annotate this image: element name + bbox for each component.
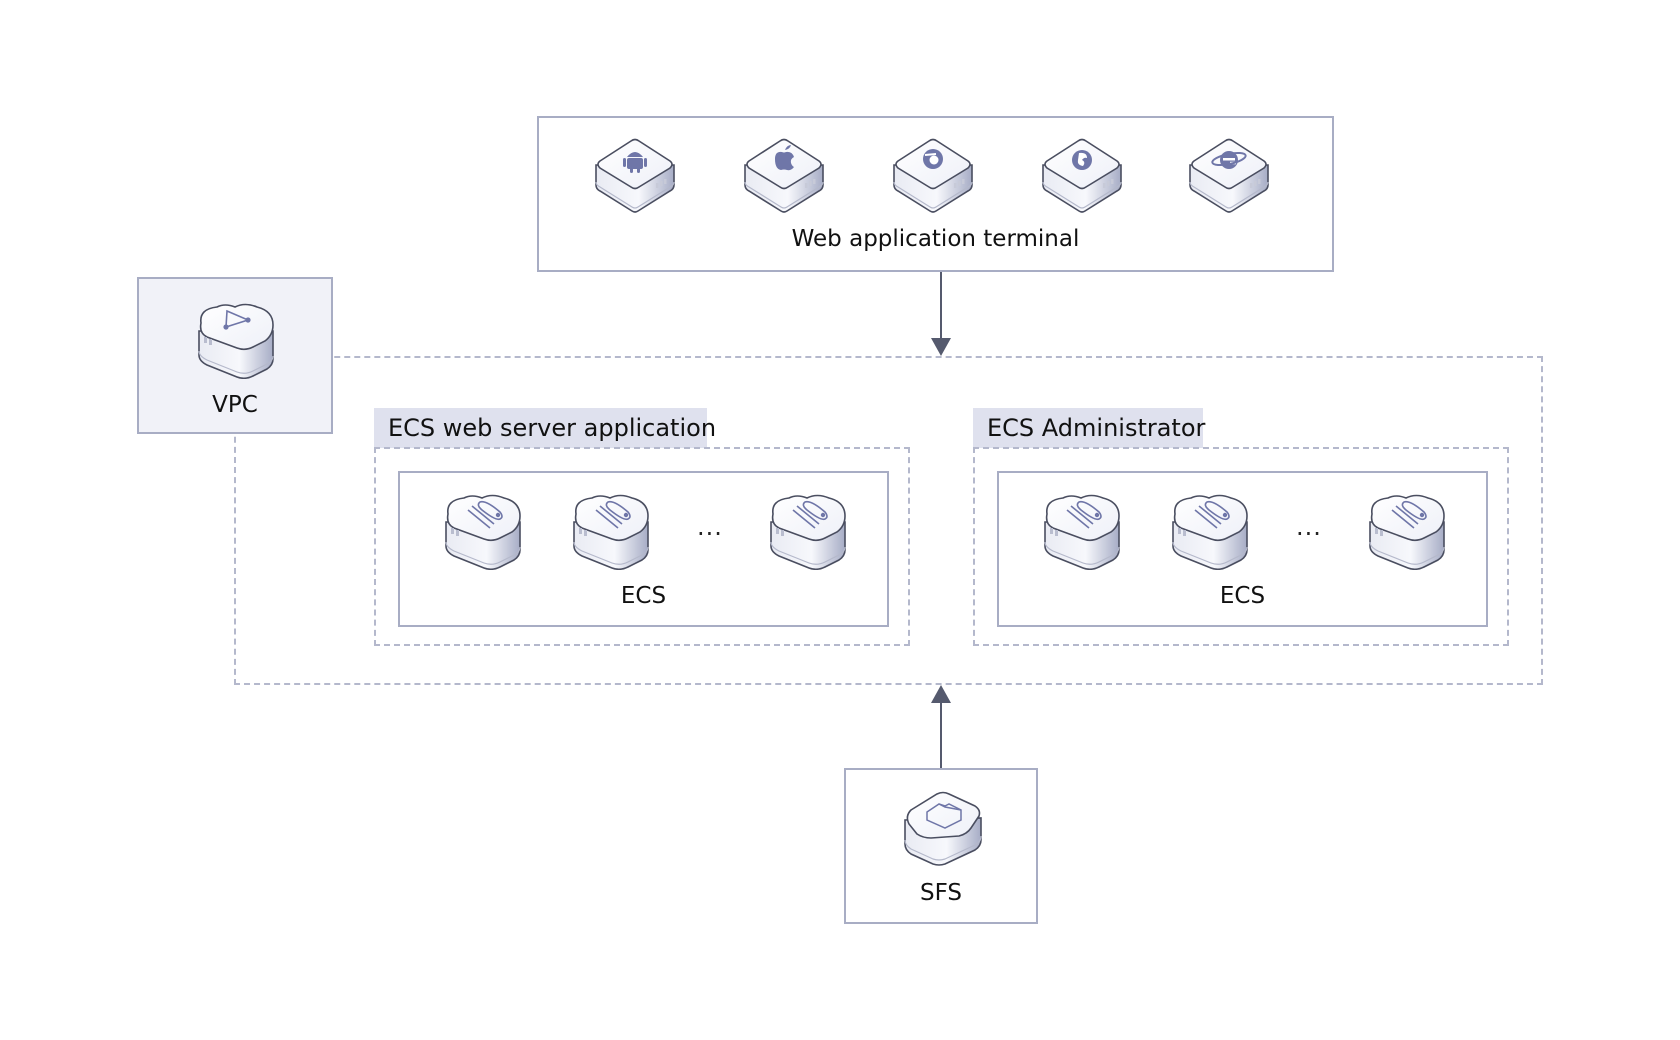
group-web-server: ... ECS [374, 447, 910, 646]
ecs-icon [767, 492, 847, 570]
ecs-icon [1169, 492, 1249, 570]
arrow-head-up [931, 685, 951, 703]
vpc-label: VPC [212, 392, 258, 418]
ecs-icon [1366, 492, 1446, 570]
group-title-administrator: ECS Administrator [973, 408, 1205, 448]
arrow-sfs-to-vpc [940, 702, 942, 768]
ecs-icon [442, 492, 522, 570]
vpc-boundary [234, 356, 1543, 685]
ecs-icon [1041, 492, 1121, 570]
ecs-icon [570, 492, 650, 570]
ellipsis: ... [697, 513, 723, 541]
chrome-icon [890, 135, 976, 215]
ellipsis: ... [1296, 513, 1322, 541]
group-title-web-server: ECS web server application [374, 408, 716, 448]
sfs-box: SFS [844, 768, 1038, 924]
ie-icon [1186, 135, 1272, 215]
sfs-label: SFS [919, 880, 963, 906]
apple-icon [741, 135, 827, 215]
firefox-icon [1039, 135, 1125, 215]
web-application-terminal-label: Web application terminal [791, 226, 1080, 252]
arrow-head-down [931, 338, 951, 356]
ecs-cluster-administrator: ... ECS [997, 471, 1488, 627]
vpc-icon [195, 301, 275, 379]
vpc-box: VPC [137, 277, 333, 434]
sfs-icon [901, 788, 985, 868]
ecs-label: ECS [620, 583, 667, 609]
arrow-web-to-vpc [940, 272, 942, 342]
ecs-label: ECS [1219, 583, 1266, 609]
ecs-cluster-web-server: ... ECS [398, 471, 889, 627]
group-administrator: ... ECS [973, 447, 1509, 646]
android-icon [592, 135, 678, 215]
